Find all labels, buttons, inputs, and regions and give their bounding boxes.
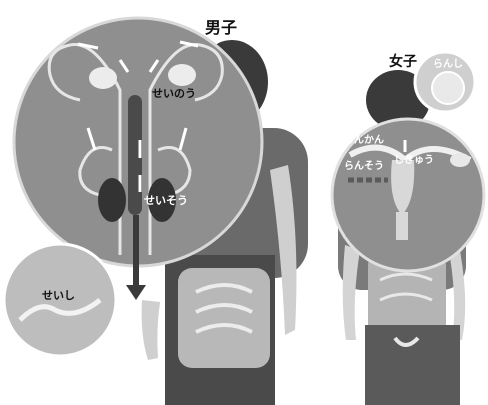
label-sperm: せいし — [42, 290, 75, 301]
ovary-right — [450, 153, 470, 167]
label-seminal-vesicle: せいのう — [152, 88, 196, 99]
testis-left — [98, 178, 126, 222]
down-arrow-shaft — [133, 215, 139, 285]
label-ovary: らんそう — [344, 162, 384, 172]
seminal-vesicle-right — [168, 64, 196, 86]
male-title: 男子 — [205, 20, 237, 36]
seminal-vesicle-left — [89, 67, 117, 89]
male-left-arm — [142, 300, 160, 360]
label-ovum: らんし — [433, 60, 463, 70]
vagina-shape — [396, 212, 408, 240]
label-oviduct: らんかん — [344, 136, 384, 146]
label-testis: せいそう — [144, 195, 188, 206]
ovum-cell — [432, 72, 464, 104]
female-title: 女子 — [389, 55, 417, 69]
down-arrow-head — [126, 285, 146, 300]
female-skirt — [365, 325, 460, 405]
female-left-arm — [343, 245, 360, 340]
label-uterus: しきゅう — [394, 156, 434, 166]
